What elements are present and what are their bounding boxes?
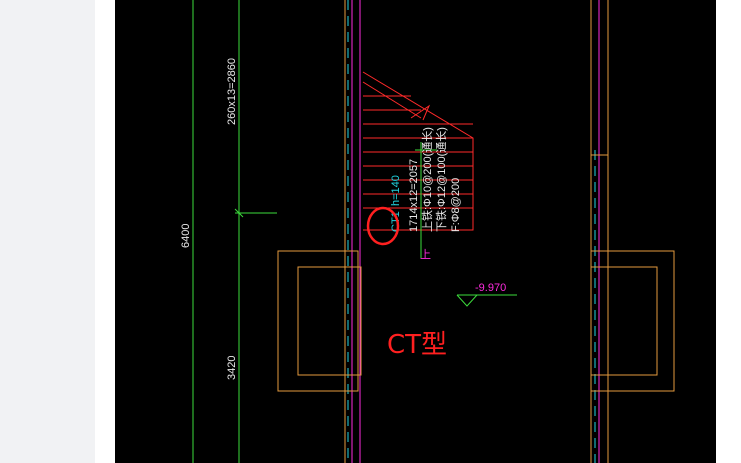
right-column-outer [590, 250, 675, 392]
dim-text-steps: 260x13=2860 [226, 58, 238, 125]
stair-spec: 1714x12=2057 [408, 159, 420, 232]
annotation-label: CT型 [387, 330, 447, 360]
right-column-inner [590, 266, 658, 376]
direction-char: 上 [420, 248, 431, 261]
dim-text-lower: 3420 [226, 356, 238, 380]
level-marker: -9.970 [456, 282, 517, 307]
dim-text-total: 6400 [180, 224, 192, 248]
right-margin [716, 0, 741, 463]
stair-label: CT1 [390, 211, 402, 232]
rebar-top: 上铁:Φ10@200(通长) [421, 127, 434, 232]
left-column-inner [297, 266, 362, 376]
left-column-outer [277, 250, 359, 392]
stair-height: h=140 [390, 175, 402, 206]
left-panel [0, 0, 95, 463]
highlight-circle [366, 206, 400, 246]
cad-drawing-svg: 6400 260x13=2860 3420 [180, 0, 675, 463]
stair-flight-hatch [362, 71, 474, 231]
rebar-bottom: 下铁:Φ12@100(通长) [435, 127, 448, 232]
cad-drawing-canvas[interactable]: 6400 260x13=2860 3420 [115, 0, 716, 463]
dim-tick-slash [234, 208, 244, 218]
level-text: -9.970 [475, 282, 506, 294]
panel-gap [95, 0, 115, 463]
rebar-dist: F:Φ8@200 [450, 178, 462, 232]
